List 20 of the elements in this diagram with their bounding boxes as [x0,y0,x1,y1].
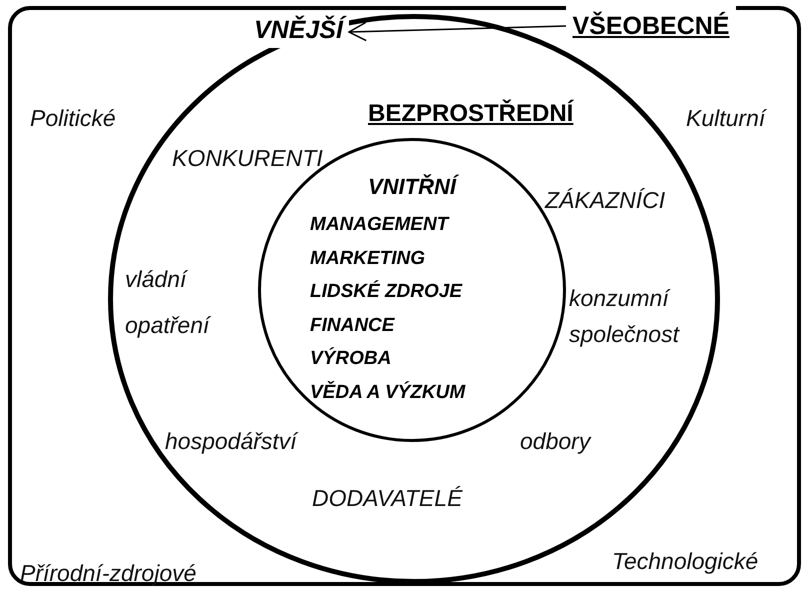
list-item: MARKETING [310,248,426,270]
arrow [348,22,566,42]
label: KONKURENTI [172,144,323,173]
list-item: LIDSKÉ ZDROJE [310,281,462,303]
list-item: MANAGEMENT [310,214,448,236]
label: DODAVATELÉ [312,484,462,513]
label: konzumní společnost [569,284,681,349]
label: Politické [30,104,116,133]
outer-frame [8,6,801,586]
heading: BEZPROSTŘEDNÍ [368,100,574,128]
list-item: VÝROBA [310,348,392,370]
label: ZÁKAZNÍCI [545,186,666,215]
label: Přírodní-zdrojové [20,559,196,588]
list-item: FINANCE [310,314,394,336]
label: Technologické [612,547,758,576]
label: Kulturní [686,104,766,133]
label: odbory [520,427,590,456]
label: vládní opatření [125,265,212,340]
label: hospodářství [165,427,297,456]
list-item: VĚDA A VÝZKUM [310,382,466,404]
